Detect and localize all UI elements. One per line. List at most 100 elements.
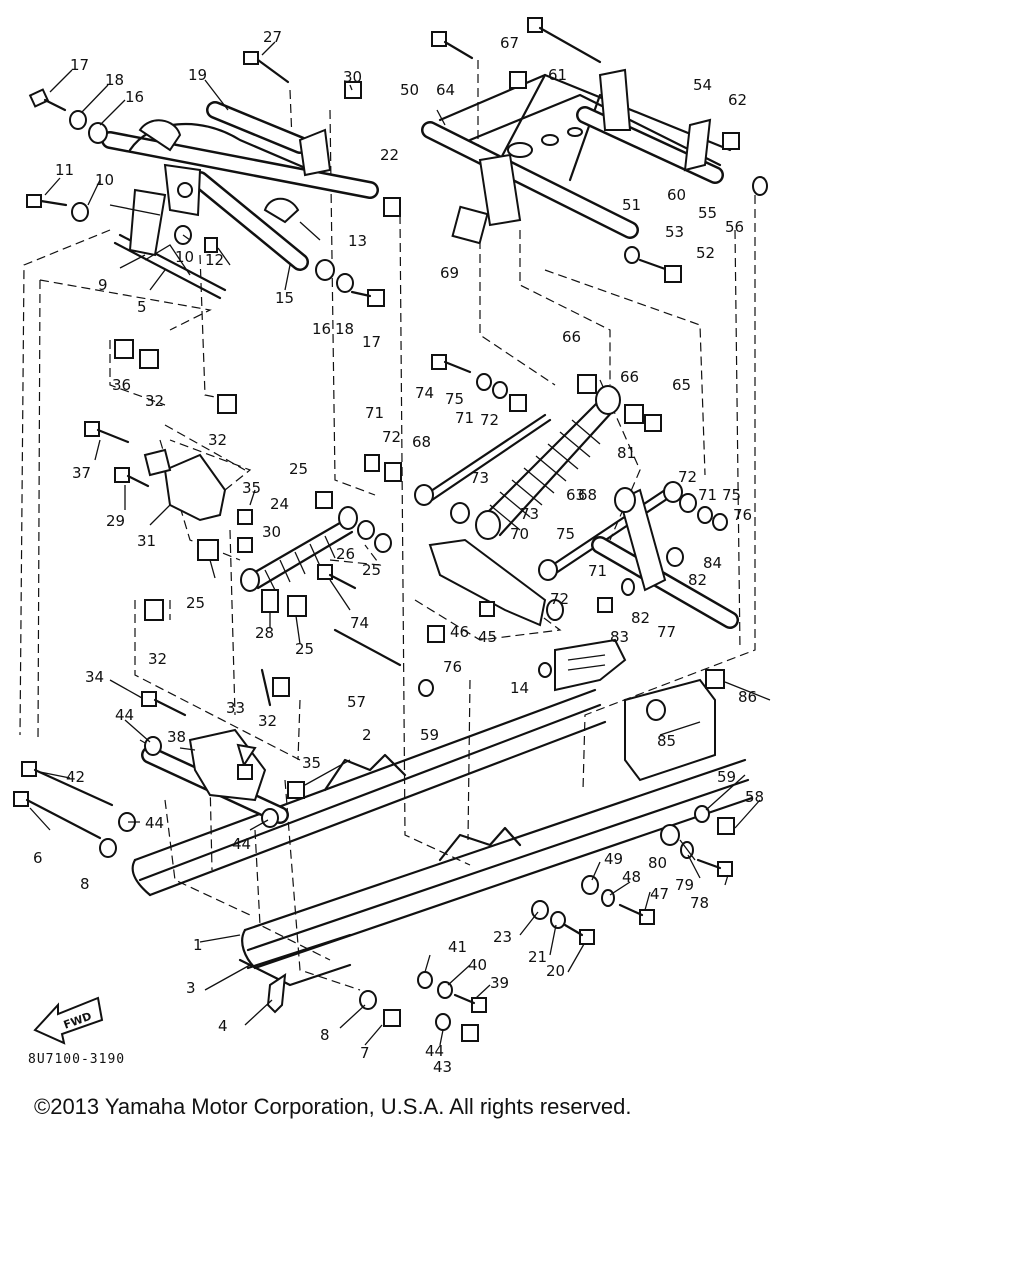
front-pivot-bracket: [141, 691, 305, 824]
callout-73: 73: [470, 469, 489, 487]
callout-71: 71: [698, 486, 717, 504]
callout-33: 33: [226, 699, 245, 717]
callout-72: 72: [382, 428, 401, 446]
callout-62: 62: [728, 91, 747, 109]
callout-51: 51: [622, 196, 641, 214]
callout-32: 32: [148, 650, 167, 668]
callout-71: 71: [588, 562, 607, 580]
callout-72: 72: [550, 590, 569, 608]
callout-75: 75: [556, 525, 575, 543]
callout-44: 44: [425, 1042, 444, 1060]
callout-39: 39: [490, 974, 509, 992]
callout-44: 44: [115, 706, 134, 724]
callout-46: 46: [450, 623, 469, 641]
rear-axle-assembly: [591, 487, 739, 629]
callout-74: 74: [415, 384, 434, 402]
callout-11: 11: [55, 161, 74, 179]
callout-56: 56: [725, 218, 744, 236]
callout-15: 15: [275, 289, 294, 307]
callout-73: 73: [520, 505, 539, 523]
callout-38: 38: [167, 728, 186, 746]
callout-3: 3: [186, 979, 196, 997]
callout-25: 25: [289, 460, 308, 478]
callout-6: 6: [33, 849, 43, 867]
callout-13: 13: [348, 232, 367, 250]
callout-44: 44: [232, 835, 251, 853]
callout-18: 18: [105, 71, 124, 89]
front-arm-bracket: [113, 188, 227, 300]
callout-25: 25: [186, 594, 205, 612]
callout-37: 37: [72, 464, 91, 482]
callout-21: 21: [528, 948, 547, 966]
callout-14: 14: [510, 679, 529, 697]
rear-rail-plate: [624, 669, 725, 782]
callout-17: 17: [362, 333, 381, 351]
callout-17: 17: [70, 56, 89, 74]
callout-66: 66: [562, 328, 581, 346]
callout-78: 78: [690, 894, 709, 912]
copyright-notice: ©2013 Yamaha Motor Corporation, U.S.A. A…: [34, 1094, 632, 1119]
callout-48: 48: [622, 868, 641, 886]
callout-60: 60: [667, 186, 686, 204]
callout-23: 23: [493, 928, 512, 946]
callout-75: 75: [722, 486, 741, 504]
callout-53: 53: [665, 223, 684, 241]
callout-8: 8: [320, 1026, 330, 1044]
callout-69: 69: [440, 264, 459, 282]
callout-4: 4: [218, 1017, 228, 1035]
front-suspension-arm: [101, 101, 379, 271]
callout-86: 86: [738, 688, 757, 706]
callout-16: 16: [125, 88, 144, 106]
callout-82: 82: [688, 571, 707, 589]
callout-32: 32: [258, 712, 277, 730]
callout-43: 43: [433, 1058, 452, 1076]
callout-49: 49: [604, 850, 623, 868]
callout-68: 68: [412, 433, 431, 451]
callout-58: 58: [745, 788, 764, 806]
callout-79: 79: [675, 876, 694, 894]
assembly-guide-lines: [19, 60, 756, 991]
callout-2: 2: [362, 726, 372, 744]
callout-10: 10: [95, 171, 114, 189]
fwd-arrow-icon: FWD: [33, 996, 104, 1045]
callout-74: 74: [350, 614, 369, 632]
exploded-parts-diagram: FWD 171816192730506467615462111022101213…: [13, 17, 771, 1076]
callout-75: 75: [445, 390, 464, 408]
callout-30: 30: [262, 523, 281, 541]
callout-66: 66: [620, 368, 639, 386]
callout-72: 72: [678, 468, 697, 486]
callout-59: 59: [717, 768, 736, 786]
callout-71: 71: [365, 404, 384, 422]
callout-25: 25: [295, 640, 314, 658]
callout-42: 42: [66, 768, 85, 786]
left-slide-rail: [131, 688, 607, 897]
callout-55: 55: [698, 204, 717, 222]
callout-36: 36: [112, 376, 131, 394]
callout-32: 32: [145, 392, 164, 410]
callout-70: 70: [510, 525, 529, 543]
callout-5: 5: [137, 298, 147, 316]
callout-30: 30: [343, 68, 362, 86]
callout-7: 7: [360, 1044, 370, 1062]
callout-10: 10: [175, 248, 194, 266]
callout-8: 8: [80, 875, 90, 893]
callout-20: 20: [546, 962, 565, 980]
callout-16: 16: [312, 320, 331, 338]
callout-81: 81: [617, 444, 636, 462]
callout-84: 84: [703, 554, 722, 572]
callout-83: 83: [610, 628, 629, 646]
callout-27: 27: [263, 28, 282, 46]
callout-32: 32: [208, 431, 227, 449]
callout-77: 77: [657, 623, 676, 641]
callout-18: 18: [335, 320, 354, 338]
callout-34: 34: [85, 668, 104, 686]
callout-29: 29: [106, 512, 125, 530]
rear-suspension-arm: [421, 68, 732, 245]
callout-35: 35: [302, 754, 321, 772]
callout-26: 26: [336, 545, 355, 563]
callout-85: 85: [657, 732, 676, 750]
callout-72: 72: [480, 411, 499, 429]
callout-24: 24: [270, 495, 289, 513]
callout-1: 1: [193, 936, 203, 954]
